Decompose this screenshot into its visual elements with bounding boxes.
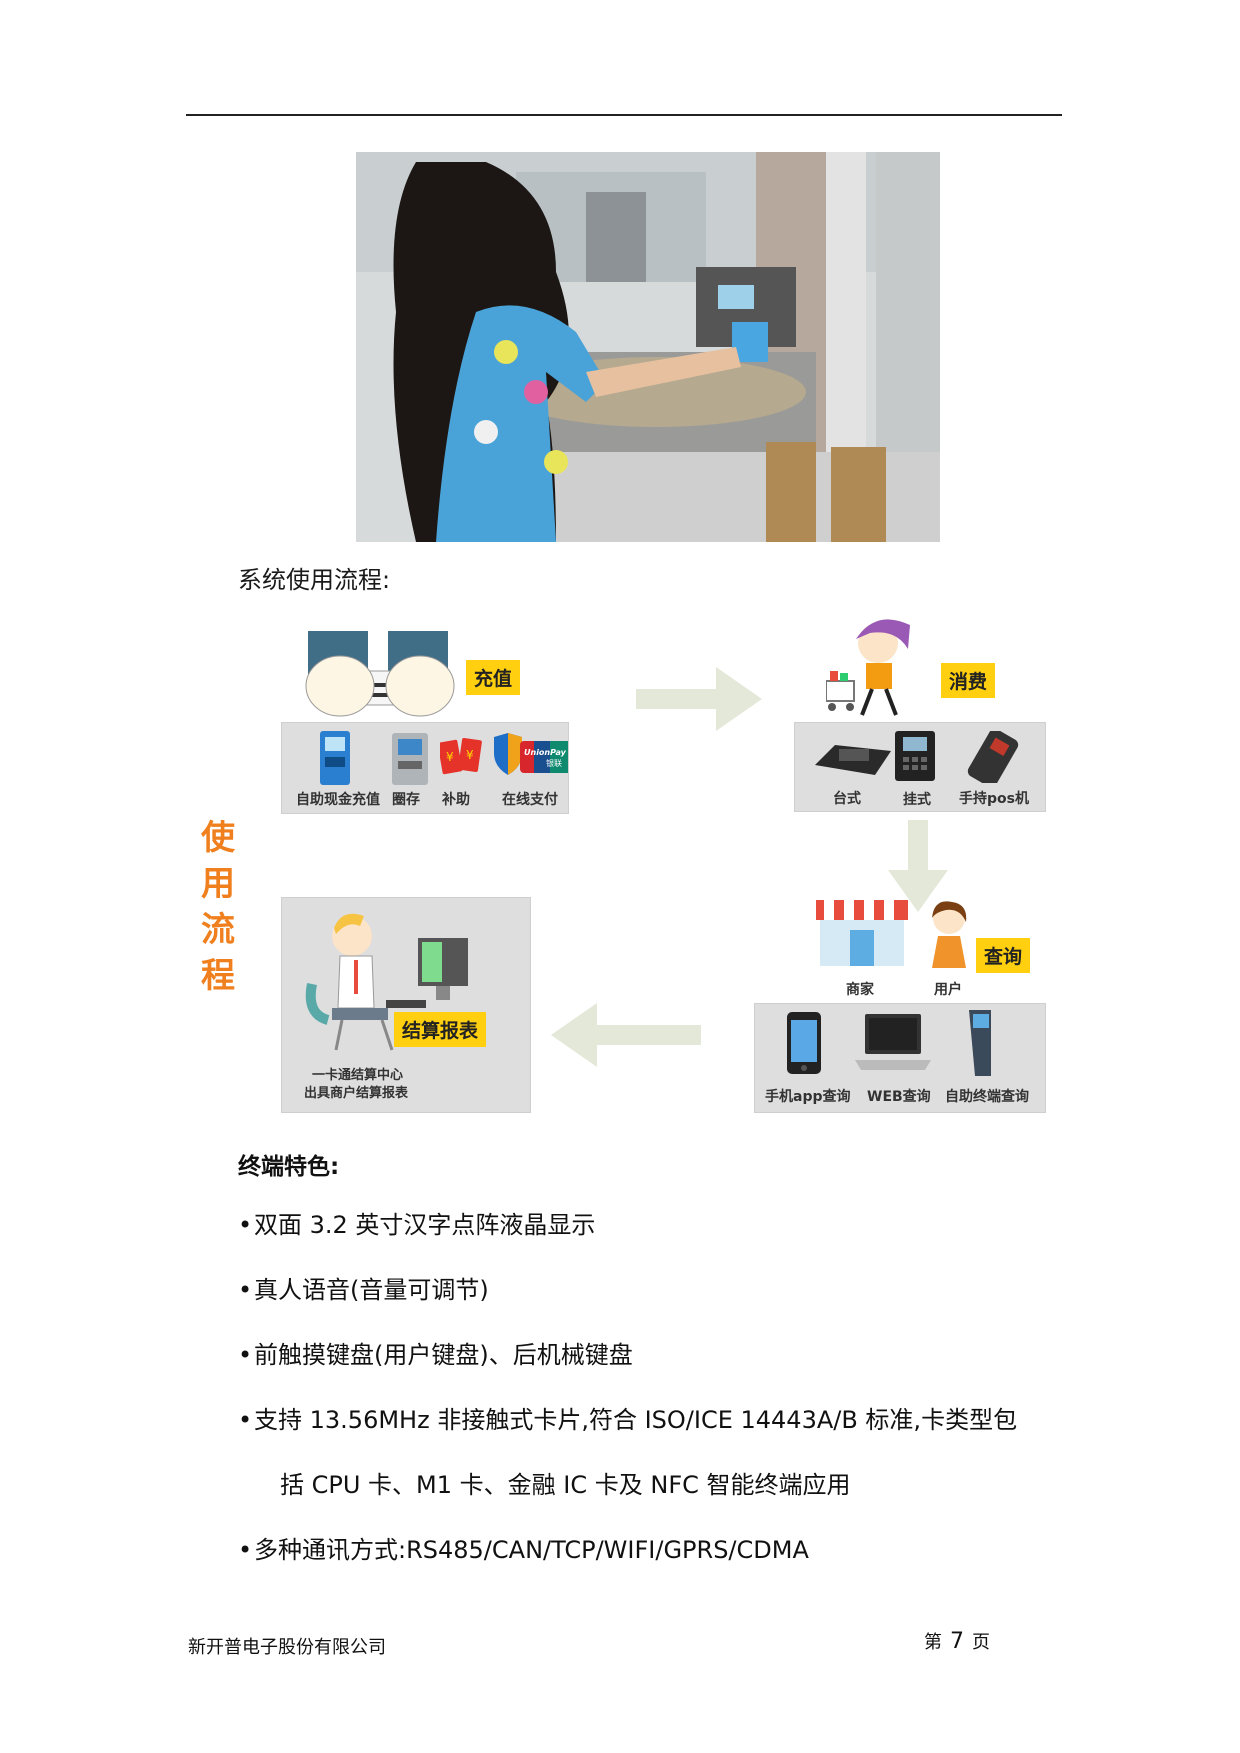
report-tag: 结算报表 (394, 1012, 487, 1047)
bullet: • (238, 1406, 253, 1434)
page-suffix: 页 (972, 1632, 990, 1653)
feature-text: 真人语音(音量可调节) (254, 1276, 489, 1304)
consume-tag: 消费 (941, 663, 996, 698)
shopper-illustration (826, 619, 910, 716)
feature-item: •支持 13.56MHz 非接触式卡片,符合 ISO/ICE 14443A/B … (238, 1400, 1017, 1435)
arrow-right-icon (636, 667, 762, 731)
arrow-down-icon (888, 820, 948, 912)
section-label: 系统使用流程: (238, 566, 391, 594)
store-icon (816, 900, 908, 966)
feature-text: 括 CPU 卡、M1 卡、金融 IC 卡及 NFC 智能终端应用 (280, 1471, 851, 1499)
feature-text: 多种通讯方式:RS485/CAN/TCP/WIFI/GPRS/CDMA (254, 1536, 809, 1564)
arrow-down (888, 820, 948, 912)
recharge-panel: ¥ ¥ UnionPay 银联 自助现金充值 圈存 补助 在线支付 (281, 722, 569, 814)
bullet: • (238, 1341, 253, 1369)
consume-item: 手持pos机 (959, 791, 1029, 807)
bullet: • (238, 1211, 253, 1239)
cash-recharge-kiosk-icon (320, 731, 350, 785)
handheld-pos-icon (967, 731, 1019, 783)
query-panel: 手机app查询 WEB查询 自助终端查询 (754, 1003, 1046, 1113)
vertical-title: 使用流程 (201, 818, 235, 996)
bullet: • (238, 1536, 253, 1564)
desktop-terminal-icon (815, 745, 891, 775)
page-prefix: 第 (924, 1632, 942, 1653)
arrow-left (551, 1003, 701, 1067)
recharge-item: 圈存 (392, 792, 420, 808)
recharge-item: 补助 (442, 792, 470, 808)
online-payment-icon: UnionPay 银联 (494, 733, 568, 775)
feature-text: 双面 3.2 英寸汉字点阵液晶显示 (254, 1211, 596, 1239)
query-person: 用户 (934, 982, 962, 998)
feature-item: •前触摸键盘(用户键盘)、后机械键盘 (238, 1335, 633, 1370)
query-item: WEB查询 (867, 1089, 931, 1105)
unionpay-label: UnionPay (524, 748, 567, 757)
computer-monitor-icon (418, 938, 468, 1000)
query-person: 商家 (846, 982, 874, 998)
wall-terminal-icon (895, 731, 935, 781)
self-service-kiosk-icon (969, 1010, 991, 1076)
header-rule (186, 114, 1062, 116)
feature-item: •真人语音(音量可调节) (238, 1270, 489, 1305)
laptop-icon (855, 1014, 931, 1070)
report-caption-line1: 一卡通结算中心 (312, 1068, 404, 1083)
svg-text:¥: ¥ (466, 748, 474, 762)
feature-item-continuation: 括 CPU 卡、M1 卡、金融 IC 卡及 NFC 智能终端应用 (280, 1465, 851, 1500)
consume-item: 挂式 (903, 792, 931, 808)
consume-item: 台式 (833, 791, 861, 807)
feature-item: •多种通讯方式:RS485/CAN/TCP/WIFI/GPRS/CDMA (238, 1530, 809, 1565)
bullet: • (238, 1276, 253, 1304)
features-title: 终端特色: (238, 1154, 340, 1180)
page-number: 7 (950, 1629, 964, 1654)
arrow-left-icon (551, 1003, 701, 1067)
usage-flow-diagram: 使用流程 充值 ¥ ¥ (186, 615, 1062, 1130)
feature-text: 支持 13.56MHz 非接触式卡片,符合 ISO/ICE 14443A/B 标… (254, 1406, 1018, 1434)
recharge-item: 自助现金充值 (296, 792, 380, 808)
accountant-illustration (305, 913, 426, 1051)
canteen-photo (356, 152, 940, 542)
user-girl-icon (932, 901, 967, 968)
report-caption-line2: 出具商户结算报表 (304, 1086, 409, 1101)
recharge-item: 在线支付 (502, 792, 558, 808)
report-panel: 结算报表 一卡通结算中心 出具商户结算报表 (281, 897, 531, 1113)
arrow-right (636, 667, 762, 731)
subsidy-envelope-icon: ¥ ¥ (440, 738, 482, 775)
query-item: 手机app查询 (765, 1089, 851, 1105)
card-hands-illustration (305, 631, 455, 717)
query-item: 自助终端查询 (945, 1089, 1029, 1105)
unionpay-cn-label: 银联 (546, 758, 562, 768)
query-tag: 查询 (976, 938, 1031, 973)
feature-item: •双面 3.2 英寸汉字点阵液晶显示 (238, 1205, 595, 1240)
svg-text:¥: ¥ (446, 750, 454, 764)
mobile-phone-icon (787, 1012, 821, 1074)
consume-panel: 台式 挂式 手持pos机 (794, 722, 1046, 812)
transfer-kiosk-icon (392, 733, 428, 785)
recharge-tag: 充值 (466, 660, 521, 695)
footer-company: 新开普电子股份有限公司 (188, 1637, 386, 1658)
feature-text: 前触摸键盘(用户键盘)、后机械键盘 (254, 1341, 633, 1369)
